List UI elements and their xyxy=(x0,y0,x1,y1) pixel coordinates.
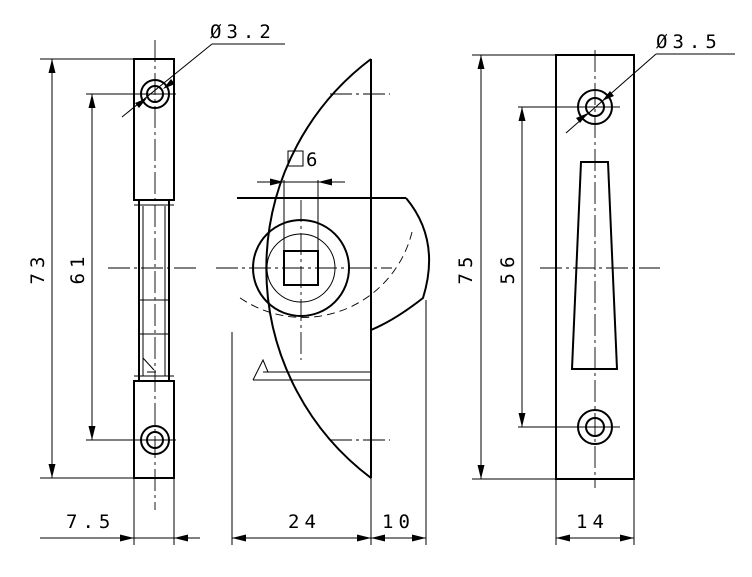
arrowhead xyxy=(270,178,284,186)
label-width-left: 7.5 xyxy=(66,511,115,533)
dimension-lines xyxy=(40,43,735,545)
label-height-right-overall: 75 xyxy=(455,252,477,285)
left-lower-block xyxy=(133,380,175,479)
arrowhead xyxy=(357,534,371,542)
arrowhead xyxy=(477,465,485,479)
square-symbol xyxy=(287,150,304,167)
arrowhead xyxy=(620,534,634,542)
arrowhead xyxy=(48,59,56,73)
left-latch-tip xyxy=(142,357,155,371)
label-width-right: 14 xyxy=(576,511,609,533)
arrowhead xyxy=(412,534,426,542)
leader-hole-left xyxy=(121,43,213,118)
middle-hidden-arc xyxy=(235,231,413,318)
arrowhead xyxy=(576,113,588,123)
middle-bolt-nose xyxy=(370,197,431,331)
arrowhead xyxy=(232,534,246,542)
right-face-plate-view xyxy=(518,50,660,488)
dimension-labels: Ø3.2 Ø3.5 6 73 61 75 56 7.5 24 10 14 xyxy=(27,21,722,533)
label-height-right-holes: 56 xyxy=(497,252,519,285)
label-width-ext: 10 xyxy=(382,511,415,533)
arrowhead xyxy=(88,426,96,440)
arrowhead xyxy=(556,534,570,542)
arrowhead xyxy=(48,464,56,478)
middle-lower-notch xyxy=(252,358,269,381)
middle-arc-outline xyxy=(265,58,372,479)
arrowhead xyxy=(135,98,147,108)
right-latch-slot xyxy=(570,161,619,370)
middle-front-view xyxy=(216,58,431,479)
label-width-body: 24 xyxy=(288,511,321,533)
arrowhead xyxy=(88,94,96,108)
arrowhead xyxy=(371,534,385,542)
arrowhead xyxy=(120,534,134,542)
label-height-left-overall: 73 xyxy=(27,252,49,285)
arrowhead xyxy=(602,91,614,101)
label-hole-right: Ø3.5 xyxy=(656,31,722,53)
arrowhead xyxy=(318,178,332,186)
left-upper-block xyxy=(133,58,175,201)
arrowhead xyxy=(518,413,526,427)
left-side-view xyxy=(108,40,196,510)
arrowhead xyxy=(174,534,188,542)
arrowhead xyxy=(518,107,526,121)
label-square: 6 xyxy=(306,149,322,171)
arrowhead xyxy=(163,79,175,89)
label-hole-left: Ø3.2 xyxy=(210,21,276,43)
label-height-left-holes: 61 xyxy=(67,252,89,285)
arrowhead xyxy=(477,55,485,69)
